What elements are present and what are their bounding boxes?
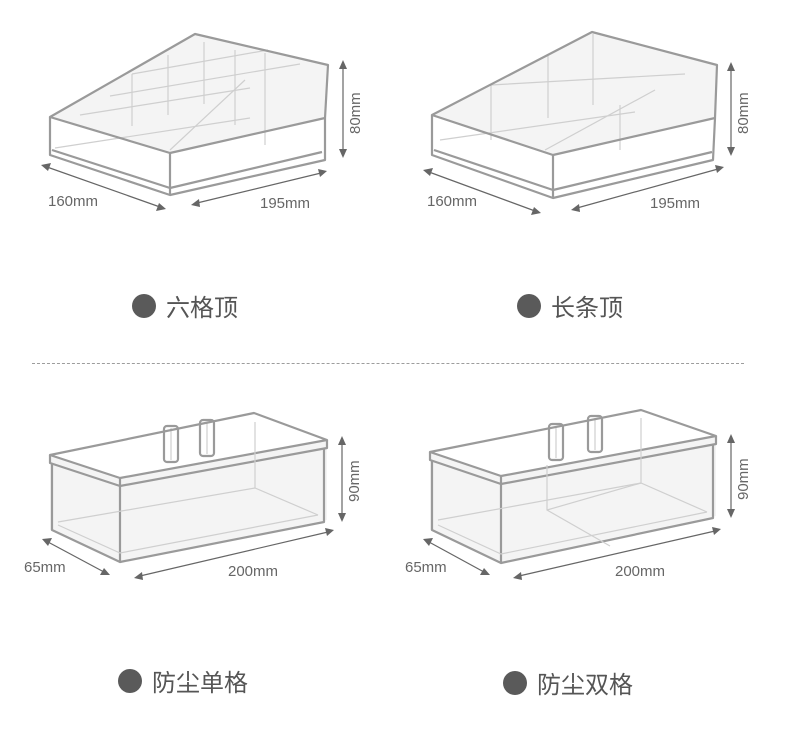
long-strip-width-arrow	[571, 165, 724, 212]
section-divider	[32, 363, 744, 364]
dustproof-double-depth-arrow	[423, 538, 490, 575]
long-strip-dividers	[439, 34, 686, 151]
long-strip-name: 长条顶	[551, 294, 623, 322]
six-grid-caption: 六格顶	[132, 288, 238, 323]
six-grid-height-label: 80mm	[347, 92, 364, 134]
long-strip-depth-label: 160mm	[427, 193, 478, 210]
long-strip-height-arrow	[727, 62, 735, 156]
lid-handle	[162, 418, 216, 464]
dustproof-single-width-arrow	[134, 528, 334, 580]
dustproof-double-box-drawing	[423, 408, 735, 580]
long-strip-caption: 长条顶	[517, 288, 623, 323]
dustproof-double-width-arrow	[513, 527, 721, 580]
long-strip-height-label: 80mm	[735, 92, 752, 134]
product-six-grid-top: 160mm 195mm 80mm 六格顶	[0, 0, 395, 360]
dustproof-single-depth-label: 65mm	[24, 559, 66, 576]
six-grid-height-arrow	[339, 60, 347, 158]
bullet-dot	[118, 668, 142, 693]
bullet-dot	[517, 293, 541, 318]
dustproof-single-height-arrow	[338, 436, 346, 522]
dustproof-single-height-label: 90mm	[346, 460, 363, 502]
dustproof-single-name: 防尘单格	[152, 669, 248, 697]
six-grid-name: 六格顶	[166, 294, 238, 322]
six-grid-width-label: 195mm	[260, 195, 311, 212]
six-grid-depth-label: 160mm	[48, 193, 99, 210]
dustproof-double-caption: 防尘双格	[503, 665, 633, 700]
long-strip-depth-arrow	[423, 168, 541, 215]
bullet-dot	[132, 293, 156, 318]
dustproof-single-caption: 防尘单格	[118, 663, 248, 698]
product-dustproof-single: 65mm 200mm 90mm 防尘单格	[0, 370, 395, 734]
six-grid-depth-arrow	[41, 163, 166, 211]
product-dustproof-double: 65mm 200mm 90mm 防尘双格	[395, 370, 790, 734]
dustproof-double-height-arrow	[727, 434, 735, 518]
product-long-strip-top: 160mm 195mm 80mm 长条顶	[395, 0, 790, 360]
dustproof-single-box-drawing	[42, 411, 346, 580]
long-strip-width-label: 195mm	[650, 195, 701, 212]
lid-handle	[547, 414, 604, 462]
six-grid-box-drawing	[41, 32, 347, 211]
dustproof-double-name: 防尘双格	[537, 671, 633, 699]
dustproof-double-height-label: 90mm	[735, 458, 752, 500]
dustproof-double-width-label: 200mm	[615, 563, 666, 580]
dustproof-single-width-label: 200mm	[228, 563, 279, 580]
dustproof-single-depth-arrow	[42, 538, 110, 575]
dustproof-double-depth-label: 65mm	[405, 559, 447, 576]
six-grid-dividers	[54, 42, 301, 151]
long-strip-box-drawing	[423, 30, 735, 215]
six-grid-width-arrow	[191, 169, 327, 207]
bullet-dot	[503, 670, 527, 695]
